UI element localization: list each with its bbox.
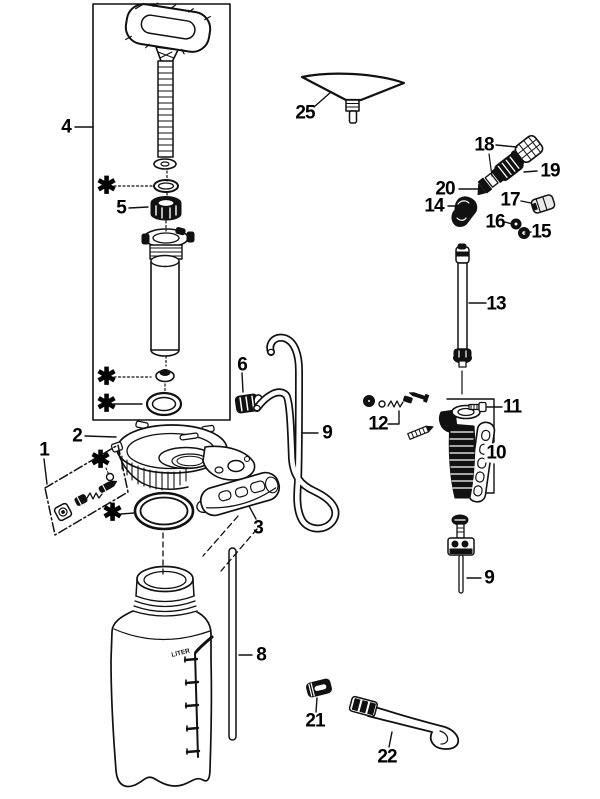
callout-9-hose: 9 (322, 422, 333, 444)
callout-5: 5 (116, 197, 127, 219)
callout-22: 22 (377, 746, 397, 768)
plunger-assembly (141, 227, 195, 260)
callout-asterisk-valve-oring: ✱ (90, 446, 110, 474)
plunger-seal (155, 369, 175, 383)
callout-11: 11 (502, 396, 522, 418)
part-25-funnel (300, 72, 406, 124)
callout-21: 21 (305, 710, 325, 732)
pump-cylinder (150, 254, 180, 357)
callout-6: 6 (237, 354, 248, 376)
pump-handle (124, 2, 212, 63)
callout-19: 19 (540, 160, 560, 182)
handle-o-ring (153, 179, 179, 193)
callout-asterisk-plunger-seal: ✱ (96, 363, 116, 391)
part-5-gland-nut (150, 196, 182, 221)
callout-18: 18 (474, 134, 494, 156)
part-17-clip (530, 194, 556, 214)
tank (110, 565, 213, 788)
callout-asterisk-lid-oring: ✱ (102, 499, 122, 527)
callout-3: 3 (253, 517, 264, 539)
tank-scale: LITER (171, 635, 214, 758)
pump-rod (157, 60, 174, 158)
part-1-valve-kit-box (44, 444, 129, 536)
callout-asterisk-cylinder-oring: ✱ (96, 390, 116, 418)
callout-8: 8 (256, 644, 267, 666)
part-2-pump-lid (110, 420, 256, 491)
callout-10: 10 (484, 442, 508, 464)
cylinder-o-ring (145, 391, 183, 417)
callout-4: 4 (61, 116, 72, 138)
callout-14: 14 (424, 195, 444, 217)
valve-kit-parts (53, 472, 118, 522)
part-12-repair-parts (363, 392, 434, 440)
part-9-hose (253, 333, 340, 533)
callout-25: 25 (295, 102, 315, 124)
callout-2: 2 (72, 425, 83, 447)
callout-16: 16 (485, 211, 505, 233)
part-4-boundary-box (92, 3, 231, 421)
part-9-strainer (447, 514, 475, 594)
callout-15: 15 (531, 221, 551, 243)
connector-lines (162, 153, 493, 575)
callout-12: 12 (368, 413, 388, 435)
lid-o-ring (133, 491, 195, 531)
leader-lines (43, 91, 538, 748)
part-3-bracket (196, 471, 281, 517)
part-10-shutoff-handle (438, 398, 496, 503)
part-15-clip (518, 227, 530, 239)
part-11-screw (468, 401, 487, 413)
callout-17: 17 (500, 189, 520, 211)
part-21-strap-clip (306, 678, 332, 698)
part-20-nozzle-internals (477, 166, 507, 196)
callout-asterisk-handle-oring: ✱ (96, 172, 116, 200)
rod-washer (153, 158, 177, 170)
tank-scale-label: LITER (171, 648, 191, 659)
part-22-strap (348, 695, 460, 750)
part-14-elbow (451, 196, 478, 227)
part-13-wand (453, 243, 472, 368)
callout-13: 13 (486, 293, 506, 315)
callout-20: 20 (435, 178, 455, 200)
callout-9-strainer: 9 (484, 567, 495, 589)
callout-1: 1 (39, 439, 50, 461)
part-8-dip-tube (228, 547, 237, 741)
